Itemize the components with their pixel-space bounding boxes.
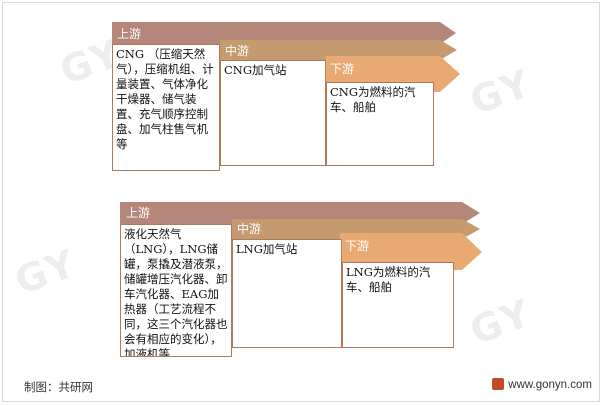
stage-label-upstream: 上游 (117, 27, 142, 41)
midstream-box-cng: CNG加气站 (220, 60, 326, 166)
downstream-box-lng: LNG为燃料的汽车、船舶 (342, 262, 454, 348)
downstream-arrow-2 (340, 233, 482, 270)
stage-label-downstream: 下游 (330, 62, 355, 76)
stage-label-downstream: 下游 (345, 239, 370, 253)
midstream-arrow-1 (220, 40, 457, 60)
figure-frame (2, 2, 600, 402)
website-credit: www.gonyn.com (492, 378, 592, 391)
upstream-box-cng: CNG （压缩天然气），压缩机组、计量装置、气体净化干燥器、储气装置、充气顺序控… (112, 44, 220, 171)
stage-label-midstream: 中游 (237, 222, 262, 236)
stage-label-midstream: 中游 (225, 44, 250, 58)
website-text: www.gonyn.com (508, 379, 592, 391)
gonyn-logo-icon (492, 378, 505, 390)
upstream-arrow-2 (120, 202, 480, 224)
upstream-arrow-1 (112, 22, 456, 44)
upstream-box-lng: 液化天然气（LNG），LNG储罐，泵撬及潜液泵，储罐增压汽化器、卸车汽化器、EA… (120, 224, 232, 357)
midstream-box-lng: LNG加气站 (232, 239, 342, 348)
source-credit: 制图：共研网 (24, 380, 93, 394)
downstream-box-cng: CNG为燃料的汽车、船舶 (326, 82, 434, 166)
stage-label-upstream: 上游 (126, 206, 151, 220)
